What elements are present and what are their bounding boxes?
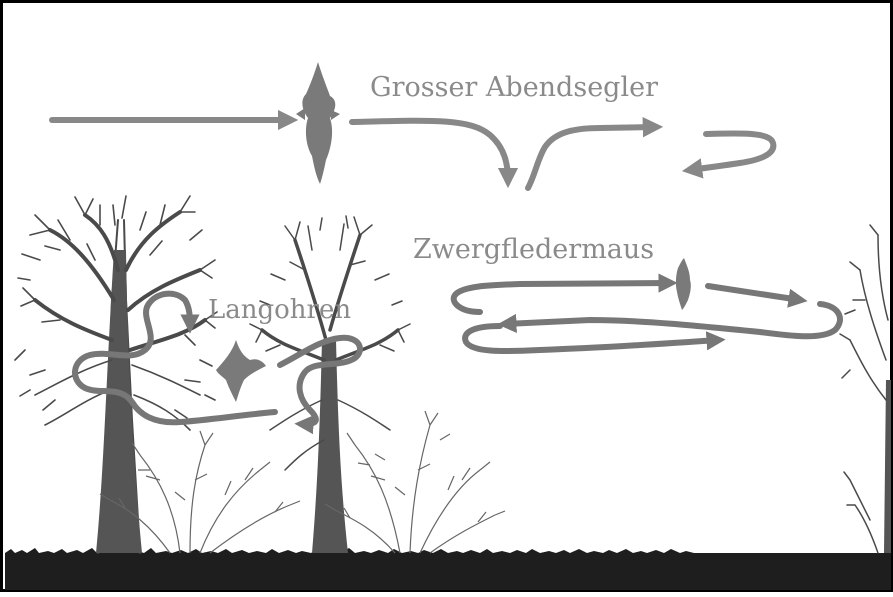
ground — [5, 548, 891, 590]
label-abendsegler: Grosser Abendsegler — [370, 72, 658, 103]
label-zwergfledermaus: Zwergfledermaus — [413, 234, 654, 265]
label-langohren: Langohren — [208, 295, 351, 325]
